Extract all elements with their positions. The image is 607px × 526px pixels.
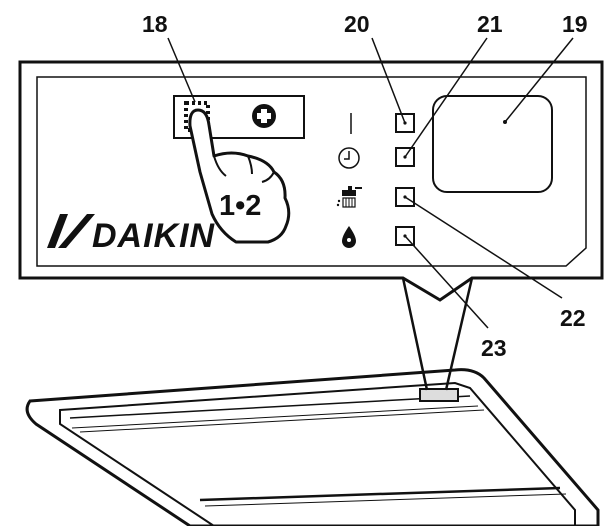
defrost-drop-icon [342,226,356,248]
lamp-21 [395,147,415,167]
callout-21: 21 [477,11,503,37]
daikin-logo: DAIKIN [47,214,216,255]
step-badge: 1•2 [219,190,261,222]
callout-19: 19 [562,11,588,37]
callout-22: 22 [560,305,586,331]
lamp-22 [395,187,415,207]
fan-button[interactable] [252,104,276,128]
lamp-20 [395,113,415,133]
button-strip [173,95,305,139]
callout-18: 18 [142,11,168,37]
filter-tap-icon [336,186,362,208]
plus-circle-icon [252,104,276,128]
signal-receiver-window [432,95,553,193]
callout-23: 23 [481,335,507,361]
control-panel: DAIKIN [18,60,604,302]
callout-pointer [401,277,474,391]
daikin-logo-text: DAIKIN [92,217,216,255]
callout-20: 20 [344,11,370,37]
pointing-hand: 1•2 [188,108,291,244]
leader-lines [167,37,574,329]
lamp-23 [395,226,415,246]
ceiling-cassette-unit [25,368,600,526]
clock-icon [338,147,360,169]
